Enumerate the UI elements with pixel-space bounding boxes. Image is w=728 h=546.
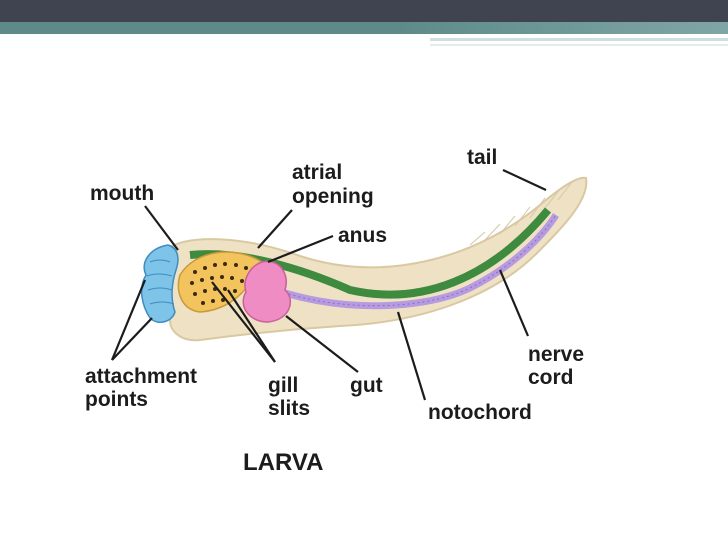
label-gut: gut (350, 374, 383, 397)
notochord-structure (263, 213, 559, 310)
slide-accent-line (430, 38, 728, 41)
leader-anus (267, 234, 334, 264)
leader-lines (110, 169, 547, 401)
slide-accent-strip (0, 22, 728, 34)
label-mouth: mouth (90, 182, 155, 205)
leader-nerve (498, 269, 530, 337)
label-nerve-cord-line2: cord (528, 366, 574, 389)
leader-gut (285, 315, 359, 373)
label-attachment-points-line2: points (85, 388, 148, 411)
label-anus: anus (338, 224, 388, 247)
diagram-caption: LARVA (243, 449, 324, 476)
leader-gill-1 (211, 281, 276, 363)
tail-fin-hatching (469, 181, 573, 246)
attachment-texture (146, 259, 175, 305)
leader-notochord (396, 311, 427, 401)
gill-slit-dots (190, 262, 248, 305)
slide-accent-line-secondary (430, 44, 728, 46)
label-nerve-cord-line1: nerve (528, 343, 585, 366)
leader-atrial (257, 209, 293, 249)
gut-structure (242, 260, 292, 323)
slide-header-bar (0, 0, 728, 22)
label-notochord: notochord (428, 401, 532, 424)
label-gill-slits-line1: gill (268, 374, 299, 397)
leader-mouth (144, 205, 179, 251)
leader-attach-2 (111, 317, 153, 361)
label-gill-slits-line2: slits (268, 397, 311, 420)
label-atrial-opening-line2: opening (292, 185, 374, 208)
attachment-points-structure (140, 244, 179, 323)
leader-tail (502, 169, 547, 191)
label-attachment-points-line1: attachment (85, 365, 198, 388)
label-tail: tail (467, 146, 498, 169)
leader-gill-2 (227, 289, 276, 363)
label-atrial-opening-line1: atrial (292, 161, 343, 184)
leader-attach-1 (110, 279, 147, 361)
